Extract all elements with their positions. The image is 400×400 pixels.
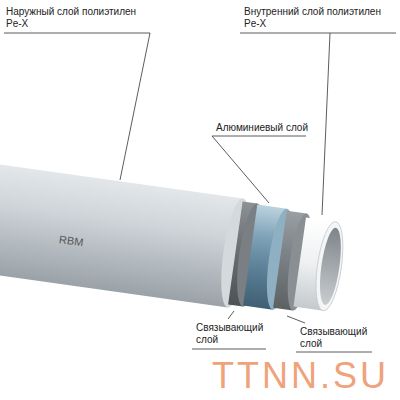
leader-line [228,311,234,319]
leader-line [240,33,396,34]
layer-label: Алюминиевый слой [216,122,316,134]
leader-line [212,136,306,203]
layer-label: Связывающий слой [300,326,372,350]
pipe-opening [316,226,345,306]
leader-line [287,316,305,323]
pipe [0,157,349,322]
watermark: TTNN.SU [212,358,398,394]
leader-line [192,349,266,350]
leader-line [4,33,150,180]
layer-label: Наружный слой полиэтилен Pe-X [6,6,146,30]
layer-label: Внутренний слой полиэтилен Pe-X [244,6,394,30]
outer-layer [0,157,243,307]
leader-lines [4,33,396,352]
layer-label: Связывающий слой [196,322,268,346]
inner-layer-face [311,220,347,312]
leader-line [296,352,372,353]
leader-line [322,33,330,215]
